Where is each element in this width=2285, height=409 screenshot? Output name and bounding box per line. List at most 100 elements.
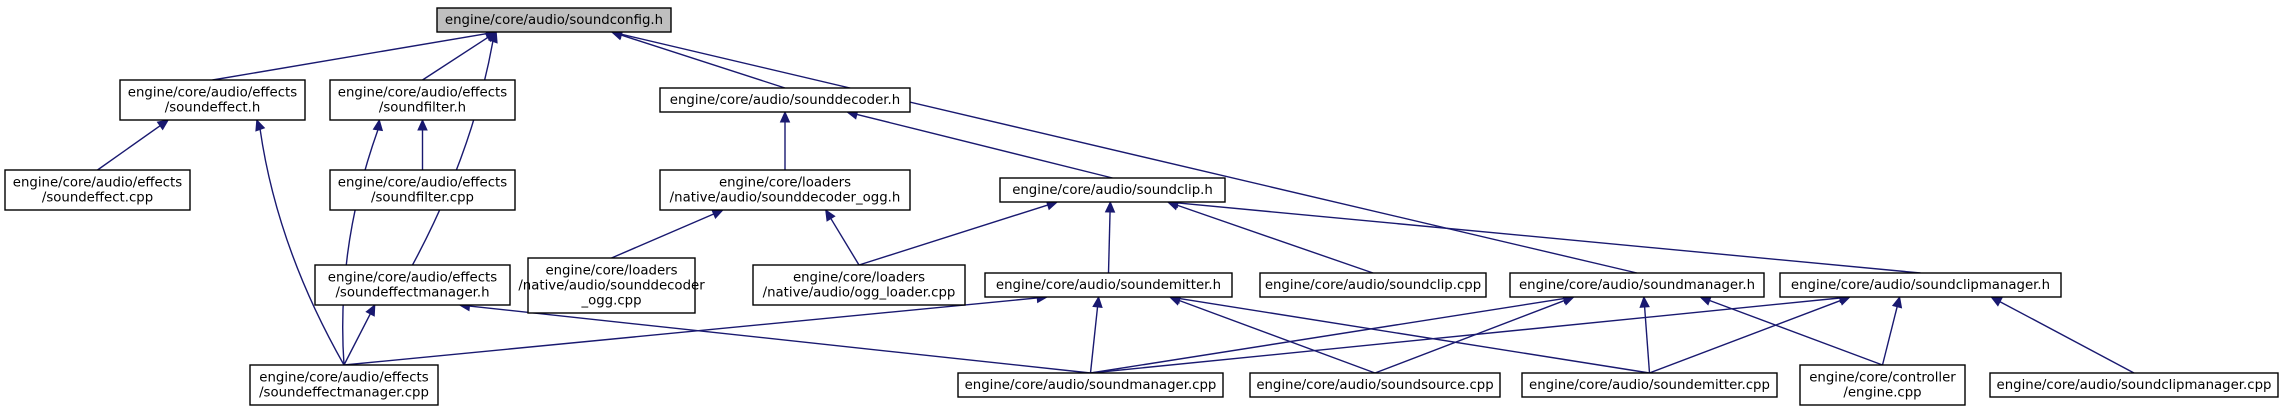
edge-soundemitter-cpp-to-soundclipmanager-h bbox=[1649, 295, 1851, 374]
node-label: engine/core/audio/soundemitter.h bbox=[996, 278, 1221, 293]
edge-line bbox=[1178, 299, 1376, 374]
node-soundclip-h[interactable]: engine/core/audio/soundclip.h bbox=[999, 177, 1226, 203]
node-soundemitter-cpp[interactable]: engine/core/audio/soundemitter.cpp bbox=[1521, 372, 1778, 398]
node-box bbox=[1509, 272, 1765, 298]
node-soundmanager-h[interactable]: engine/core/audio/soundmanager.h bbox=[1509, 272, 1765, 298]
edge-soundmanager-cpp-to-soundmanager-h bbox=[1090, 293, 1575, 374]
node-box bbox=[999, 177, 1226, 203]
node-label: engine/core/audio/soundmanager.cpp bbox=[965, 378, 1217, 393]
edge-soundemitter-h-to-soundclip-h bbox=[1104, 200, 1116, 274]
node-soundemitter-h[interactable]: engine/core/audio/soundemitter.h bbox=[984, 272, 1233, 298]
node-box bbox=[1249, 372, 1501, 398]
arrowhead-icon bbox=[1104, 200, 1116, 213]
node-box bbox=[659, 87, 911, 113]
edge-soundeffectmanager-cpp-to-soundeffectmanager-h bbox=[343, 303, 376, 366]
node-label: engine/core/audio/soundconfig.h bbox=[445, 13, 663, 28]
edge-line bbox=[212, 32, 487, 81]
edge-engine-cpp-to-soundclipmanager-h bbox=[1881, 295, 1903, 366]
node-soundeffect-cpp[interactable]: engine/core/audio/effects/soundeffect.cp… bbox=[4, 169, 191, 211]
node-soundeffect-h[interactable]: engine/core/audio/effects/soundeffect.h bbox=[119, 79, 306, 121]
edge-soundeffectmanager-cpp-to-soundfilter-h bbox=[342, 118, 384, 366]
node-label: /native/audio/ogg_loader.cpp bbox=[763, 286, 956, 301]
node-label: engine/core/audio/soundmanager.h bbox=[1519, 278, 1755, 293]
node-sounddecoder-ogg-cpp[interactable]: engine/core/loaders/native/audio/soundde… bbox=[518, 257, 705, 314]
node-label: engine/core/loaders bbox=[793, 271, 925, 286]
node-label: _ogg.cpp bbox=[580, 294, 641, 309]
arrowhead-icon bbox=[779, 110, 791, 123]
edge-line bbox=[1090, 297, 1840, 374]
node-ogg-loader-cpp[interactable]: engine/core/loaders/native/audio/ogg_loa… bbox=[752, 264, 966, 306]
edge-soundeffect-cpp-to-soundeffect-h bbox=[97, 119, 170, 171]
node-label: /soundeffectmanager.h bbox=[335, 286, 489, 301]
node-soundfilter-cpp[interactable]: engine/core/audio/effects/soundfilter.cp… bbox=[329, 169, 516, 211]
edge-line bbox=[1090, 297, 1564, 374]
node-label: engine/core/audio/effects bbox=[128, 86, 297, 101]
node-soundconfig-h[interactable]: engine/core/audio/soundconfig.h bbox=[436, 7, 672, 33]
node-box bbox=[1779, 272, 2062, 298]
node-label: /soundfilter.h bbox=[379, 101, 466, 116]
node-soundeffectmanager-cpp[interactable]: engine/core/audio/effects/soundeffectman… bbox=[249, 364, 439, 406]
node-label: engine/core/loaders bbox=[719, 176, 851, 191]
node-label: engine/core/audio/effects bbox=[259, 371, 428, 386]
node-label: /native/audio/sounddecoder bbox=[518, 279, 705, 294]
node-label: engine/core/audio/effects bbox=[338, 86, 507, 101]
edge-line bbox=[1089, 306, 1099, 374]
node-soundmanager-cpp[interactable]: engine/core/audio/soundmanager.cpp bbox=[957, 372, 1224, 398]
edge-soundeffect-h-to-soundconfig-h bbox=[212, 28, 498, 81]
node-sounddecoder-ogg-h[interactable]: engine/core/loaders/native/audio/soundde… bbox=[659, 169, 911, 211]
node-soundfilter-h[interactable]: engine/core/audio/effects/soundfilter.h bbox=[329, 79, 516, 121]
node-box bbox=[1259, 272, 1487, 298]
arrowhead-icon bbox=[825, 208, 836, 222]
node-box bbox=[1989, 372, 2279, 398]
node-label: engine/core/loaders bbox=[545, 264, 677, 279]
edge-soundmanager-cpp-to-soundclipmanager-h bbox=[1090, 292, 1852, 374]
node-soundclip-cpp[interactable]: engine/core/audio/soundclip.cpp bbox=[1259, 272, 1487, 298]
edge-sounddecoder-h-to-soundconfig-h bbox=[610, 30, 786, 89]
edge-soundemitter-cpp-to-soundemitter-h bbox=[1168, 293, 1650, 374]
edge-soundclipmanager-h-to-soundclip-h bbox=[1166, 197, 1921, 274]
edge-line bbox=[469, 305, 1091, 374]
edge-line bbox=[1999, 301, 2135, 374]
arrowhead-icon bbox=[1092, 295, 1103, 308]
node-soundclipmanager-cpp[interactable]: engine/core/audio/soundclipmanager.cpp bbox=[1989, 372, 2279, 398]
node-soundclipmanager-h[interactable]: engine/core/audio/soundclipmanager.h bbox=[1779, 272, 2062, 298]
node-sounddecoder-h[interactable]: engine/core/audio/sounddecoder.h bbox=[659, 87, 911, 113]
node-label: engine/core/audio/soundsource.cpp bbox=[1256, 378, 1493, 393]
edge-line bbox=[259, 129, 345, 366]
edge-soundmanager-cpp-to-soundemitter-h bbox=[1089, 295, 1103, 374]
node-box bbox=[4, 169, 191, 211]
edge-sounddecoder-ogg-h-to-sounddecoder-h bbox=[779, 110, 791, 170]
node-soundeffectmanager-h[interactable]: engine/core/audio/effects/soundeffectman… bbox=[314, 264, 511, 306]
edge-line bbox=[411, 41, 494, 266]
node-box bbox=[436, 7, 672, 33]
edge-line bbox=[856, 113, 1113, 179]
node-label: engine/core/audio/soundclipmanager.h bbox=[1791, 278, 2050, 293]
arrowhead-icon bbox=[255, 118, 266, 132]
node-label: engine/core/audio/effects bbox=[338, 176, 507, 191]
arrowhead-icon bbox=[1891, 295, 1903, 309]
edge-line bbox=[1374, 299, 1565, 374]
node-label: /native/audio/sounddecoder_ogg.h bbox=[670, 191, 901, 206]
edge-soundmanager-h-to-soundconfig-h bbox=[610, 29, 1638, 274]
node-box bbox=[314, 264, 511, 306]
edge-line bbox=[621, 34, 786, 89]
arrowhead-icon bbox=[1990, 296, 2003, 307]
edge-line bbox=[422, 36, 489, 81]
edge-line bbox=[830, 218, 860, 266]
edge-soundfilter-h-to-soundconfig-h bbox=[422, 31, 498, 81]
arrowhead-icon bbox=[1639, 295, 1650, 308]
node-box bbox=[752, 264, 966, 306]
node-soundsource-cpp[interactable]: engine/core/audio/soundsource.cpp bbox=[1249, 372, 1501, 398]
edge-soundclipmanager-cpp-to-soundclipmanager-h bbox=[1990, 296, 2135, 374]
node-box bbox=[527, 257, 696, 314]
edge-line bbox=[1709, 299, 1883, 366]
node-engine-cpp[interactable]: engine/core/controller/engine.cpp bbox=[1799, 364, 1966, 406]
edge-soundemitter-cpp-to-soundmanager-h bbox=[1639, 295, 1651, 374]
edge-line bbox=[343, 313, 371, 366]
edge-line bbox=[343, 297, 1038, 366]
node-label: engine/core/controller bbox=[1809, 371, 1956, 386]
edge-soundclip-h-to-sounddecoder-h bbox=[845, 109, 1113, 179]
node-label: engine/core/audio/soundclip.cpp bbox=[1265, 278, 1481, 293]
arrowhead-icon bbox=[417, 118, 428, 131]
